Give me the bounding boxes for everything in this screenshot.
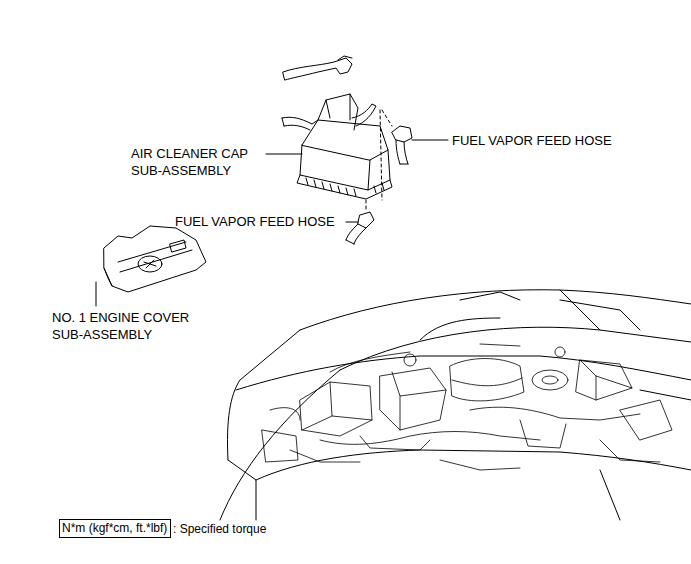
engine-bay bbox=[290, 450, 520, 470]
leader-line bbox=[96, 140, 448, 306]
fuel-vapor-hose bbox=[346, 240, 354, 244]
air-cleaner-cap bbox=[297, 175, 392, 199]
legend-note: : Specified torque bbox=[173, 521, 266, 538]
engine-cover bbox=[104, 226, 206, 292]
fuel-vapor-hose bbox=[346, 200, 374, 244]
vehicle-body bbox=[220, 290, 691, 520]
engine-cover bbox=[104, 226, 206, 292]
engine-cover bbox=[118, 242, 192, 272]
engine-cover bbox=[144, 260, 156, 268]
upper-bracket bbox=[338, 56, 352, 60]
engine-bay bbox=[262, 344, 672, 470]
part-name: FUEL VAPOR FEED HOSE bbox=[452, 132, 612, 149]
engine-bay bbox=[600, 440, 660, 462]
upper-bracket bbox=[283, 56, 352, 80]
engine-bay bbox=[555, 347, 565, 357]
vehicle-body bbox=[460, 292, 520, 300]
fuel-vapor-hose bbox=[346, 224, 366, 244]
engine-cover bbox=[104, 268, 112, 286]
engine-bay bbox=[470, 407, 640, 420]
engine-bay bbox=[300, 382, 372, 436]
vehicle-body bbox=[220, 370, 340, 520]
engine-bay bbox=[320, 432, 540, 445]
vehicle-body bbox=[560, 300, 640, 330]
vehicle-body bbox=[228, 330, 301, 460]
engine-bay bbox=[520, 420, 566, 448]
engine-bay bbox=[620, 400, 672, 440]
air-cleaner-cap bbox=[306, 178, 356, 196]
part-name: FUEL VAPOR FEED HOSE bbox=[175, 213, 335, 230]
air-cleaner-cap bbox=[318, 94, 358, 130]
vehicle-body bbox=[256, 450, 691, 480]
engine-bay bbox=[380, 368, 446, 430]
engine-bay bbox=[580, 360, 632, 400]
engine-bay bbox=[262, 408, 300, 462]
engine-bay bbox=[542, 376, 558, 384]
vehicle-body bbox=[560, 290, 600, 330]
engine-cover bbox=[170, 240, 186, 252]
fuel-vapor-hose bbox=[366, 200, 367, 212]
torque-unit-box: N*m (kgf*cm, ft.*lbf) bbox=[59, 519, 171, 538]
part-name: AIR CLEANER CAP SUB-ASSEMBLY bbox=[131, 145, 266, 179]
leader-line bbox=[346, 222, 358, 223]
engine-bay bbox=[330, 344, 520, 372]
air-cleaner-cap bbox=[300, 145, 390, 190]
fuel-vapor-hose bbox=[396, 140, 408, 164]
engine-bay bbox=[450, 359, 524, 401]
fuel-vapor-hose bbox=[358, 212, 374, 228]
engine-bay bbox=[452, 378, 522, 386]
vehicle-body bbox=[600, 390, 691, 520]
air-cleaner-cap bbox=[326, 94, 350, 120]
air-cleaner-cap bbox=[374, 183, 384, 193]
air-cleaner-cap bbox=[282, 117, 318, 130]
air-cleaner-cap bbox=[302, 120, 388, 160]
unit-text: N*m (kgf*cm, ft.*lbf) bbox=[62, 521, 168, 536]
air-cleaner-cap bbox=[352, 104, 376, 126]
engine-bay bbox=[392, 372, 446, 430]
air-cleaner-cap bbox=[282, 94, 392, 199]
upper-bracket bbox=[283, 58, 352, 80]
leader-line bbox=[412, 140, 448, 141]
engine-bay bbox=[302, 382, 372, 430]
engine-bay bbox=[360, 436, 430, 450]
part-name: NO. 1 ENGINE COVER SUB-ASSEMBLY bbox=[52, 309, 222, 343]
engine-cover bbox=[138, 256, 162, 272]
leader-line bbox=[266, 154, 302, 155]
engine-bay bbox=[532, 370, 568, 390]
leader-line bbox=[96, 282, 97, 306]
fuel-vapor-hose bbox=[380, 110, 382, 200]
engine-bay bbox=[404, 354, 416, 366]
air-cleaner-cap bbox=[282, 118, 284, 126]
fuel-vapor-hose bbox=[400, 164, 408, 165]
vehicle-body bbox=[300, 290, 691, 330]
fuel-vapor-hose bbox=[380, 110, 412, 200]
air-cleaner-cap bbox=[368, 160, 370, 190]
fuel-vapor-hose bbox=[392, 126, 412, 142]
vehicle-body bbox=[228, 460, 256, 520]
vehicle-body bbox=[420, 318, 500, 340]
fuel-vapor-hose bbox=[382, 110, 392, 126]
engine-bay bbox=[576, 360, 632, 400]
